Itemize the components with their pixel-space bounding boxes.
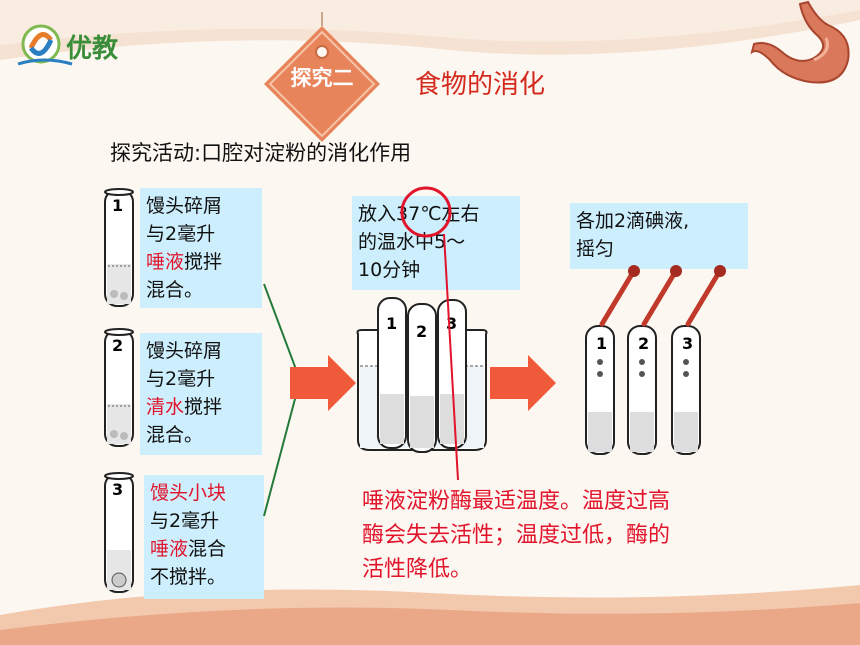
tube-3-highlight1: 馒头小块 (150, 482, 227, 504)
section-tag-label: 探究二 (290, 66, 354, 90)
note-line2: 酶会失去活性；温度过低，酶的 (362, 523, 671, 548)
tube-2-number: 2 (112, 336, 124, 355)
note-line3: 活性降低。 (362, 557, 473, 582)
page-title: 食物的消化 (415, 70, 546, 100)
step2-description: 放入37℃左右 的温水中5～ 10分钟 (352, 196, 520, 290)
tube-2-line4: 混合。 (146, 424, 204, 446)
dropper-tubes (585, 265, 726, 455)
subtitle: 探究活动:口腔对淀粉的消化作用 (110, 141, 412, 165)
conclusion-note: 唾液淀粉酶最适温度。温度过高 酶会失去活性；温度过低，酶的 活性降低。 (362, 485, 782, 587)
note-line1: 唾液淀粉酶最适温度。温度过高 (362, 489, 671, 514)
beaker-tube-label-2: 2 (416, 322, 428, 341)
tube-1-line2: 与2毫升 (146, 223, 216, 245)
beaker-tube-label-1: 1 (386, 314, 398, 333)
tube-2-line1: 馒头碎屑 (146, 340, 223, 362)
section-tag (264, 12, 380, 142)
dropper-tube-label-2: 2 (638, 334, 650, 353)
logo-icon (17, 24, 73, 66)
step2-line2: 的温水中5～ (358, 231, 466, 253)
arrow-1-icon (290, 355, 356, 411)
step2-line3: 10分钟 (358, 259, 421, 281)
tube-2-highlight: 清水 (146, 396, 185, 418)
stomach-icon (750, 0, 850, 84)
tube-1-number: 1 (112, 196, 124, 215)
tube-3-line4: 不搅拌。 (150, 566, 227, 588)
tube-2-line2: 与2毫升 (146, 368, 216, 390)
tube-1-line1: 馒头碎屑 (146, 195, 223, 217)
tube-3-description: 馒头小块 与2毫升 唾液混合 不搅拌。 (144, 475, 264, 599)
tube-1-line3: 搅拌 (184, 251, 223, 273)
top-decoration (0, 0, 860, 60)
step3-line1: 各加2滴碘液, (576, 210, 690, 232)
tube-1-line4: 混合。 (146, 279, 204, 301)
tube-3-line3: 混合 (188, 538, 227, 560)
step2-temp: 37℃ (396, 203, 442, 225)
tube-3-highlight2: 唾液 (150, 538, 189, 560)
dropper-tube-label-3: 3 (682, 334, 694, 353)
step3-line2: 摇匀 (576, 238, 615, 260)
tube-1-highlight: 唾液 (146, 251, 185, 273)
dropper-tube-label-1: 1 (596, 334, 608, 353)
tube-2-description: 馒头碎屑 与2毫升 清水搅拌 混合。 (140, 333, 262, 455)
test-tube-3 (104, 472, 134, 593)
logo-text: 优教 (66, 34, 119, 64)
test-tube-2 (104, 328, 134, 447)
bracket-lines (263, 283, 301, 517)
tube-3-number: 3 (112, 480, 124, 499)
tube-1-description: 馒头碎屑 与2毫升 唾液搅拌 混合。 (140, 188, 262, 308)
beaker-tube-label-3: 3 (446, 314, 458, 333)
bottom-decoration (0, 585, 860, 645)
step3-description: 各加2滴碘液, 摇匀 (570, 203, 748, 269)
tube-3-line2: 与2毫升 (150, 510, 220, 532)
step2-part1: 放入 (358, 203, 397, 225)
temperature-highlight (400, 186, 459, 481)
test-tube-1 (104, 188, 134, 307)
arrow-2-icon (490, 355, 556, 411)
tube-2-line3: 搅拌 (184, 396, 223, 418)
